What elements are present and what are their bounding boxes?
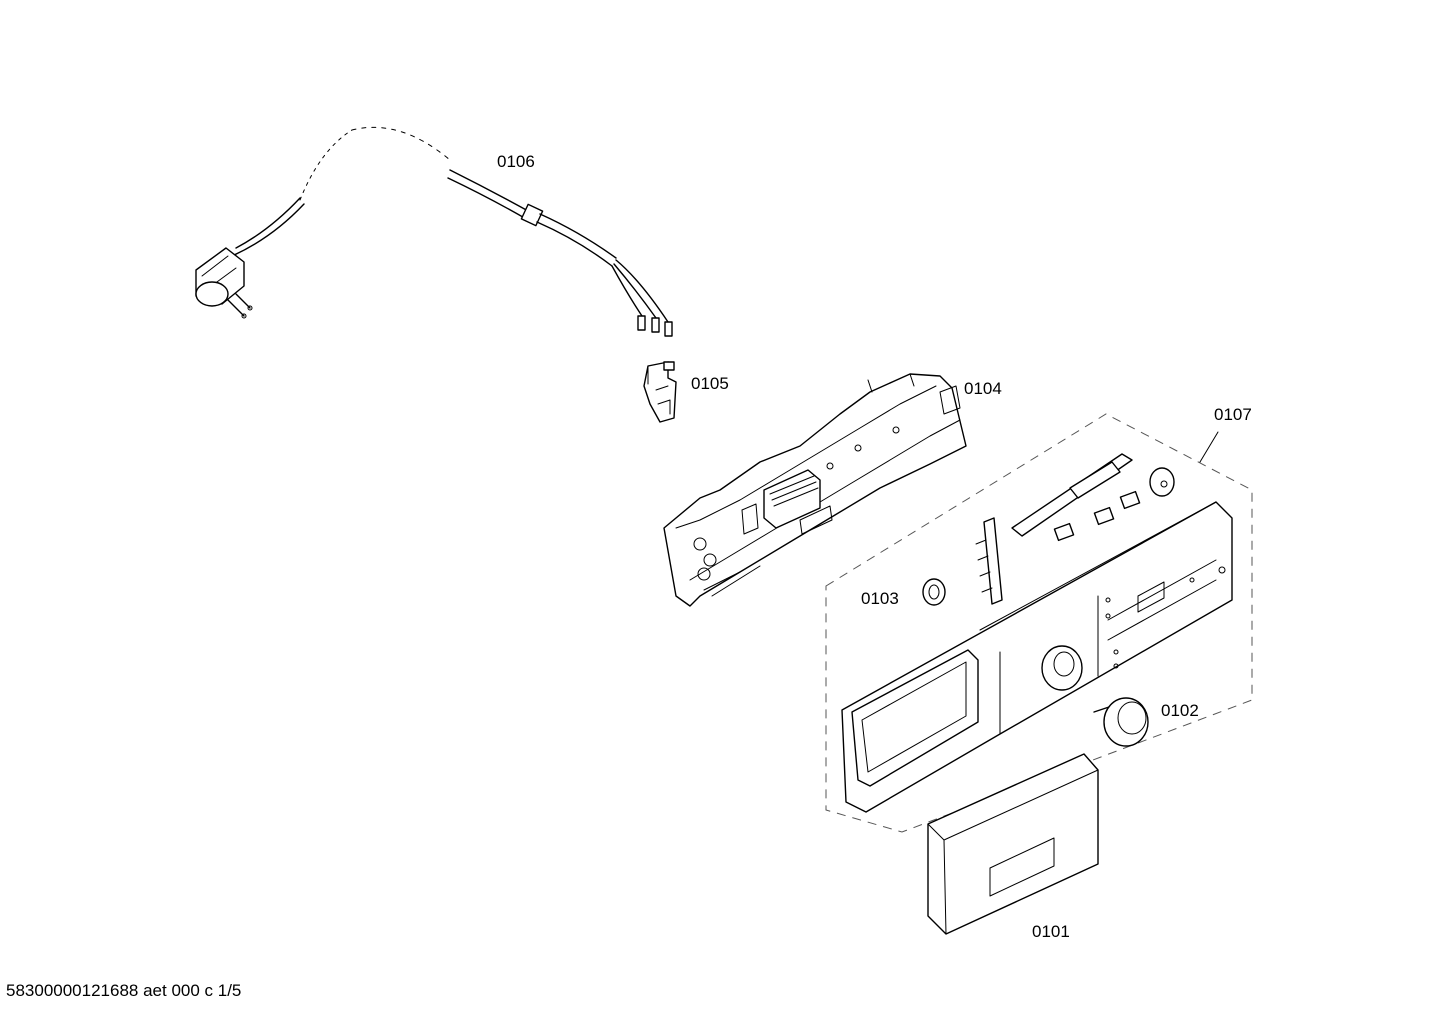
knob-insert-drawing [922,578,946,606]
part-label-0104: 0104 [964,379,1002,398]
part-label-0105: 0105 [691,374,729,393]
control-panel-fascia-drawing [841,501,1233,813]
part-label-0106: 0106 [497,152,535,171]
part-label-0102: 0102 [1161,701,1199,720]
part-label-0101: 0101 [1032,922,1070,941]
cable-clip-drawing [643,361,677,423]
control-panel-assembly-outline [825,413,1253,833]
control-module-carrier-drawing [663,373,967,607]
program-selector-knob-drawing [1093,697,1149,747]
drawer-handle-drawing [927,753,1099,935]
part-label-0107: 0107 [1214,405,1252,424]
drawing-reference-footer: 58300000121688 aet 000 c 1/5 [6,981,242,1000]
mains-cable-drawing [195,126,673,337]
part-label-0103: 0103 [861,589,899,608]
panel-small-parts [975,453,1175,605]
